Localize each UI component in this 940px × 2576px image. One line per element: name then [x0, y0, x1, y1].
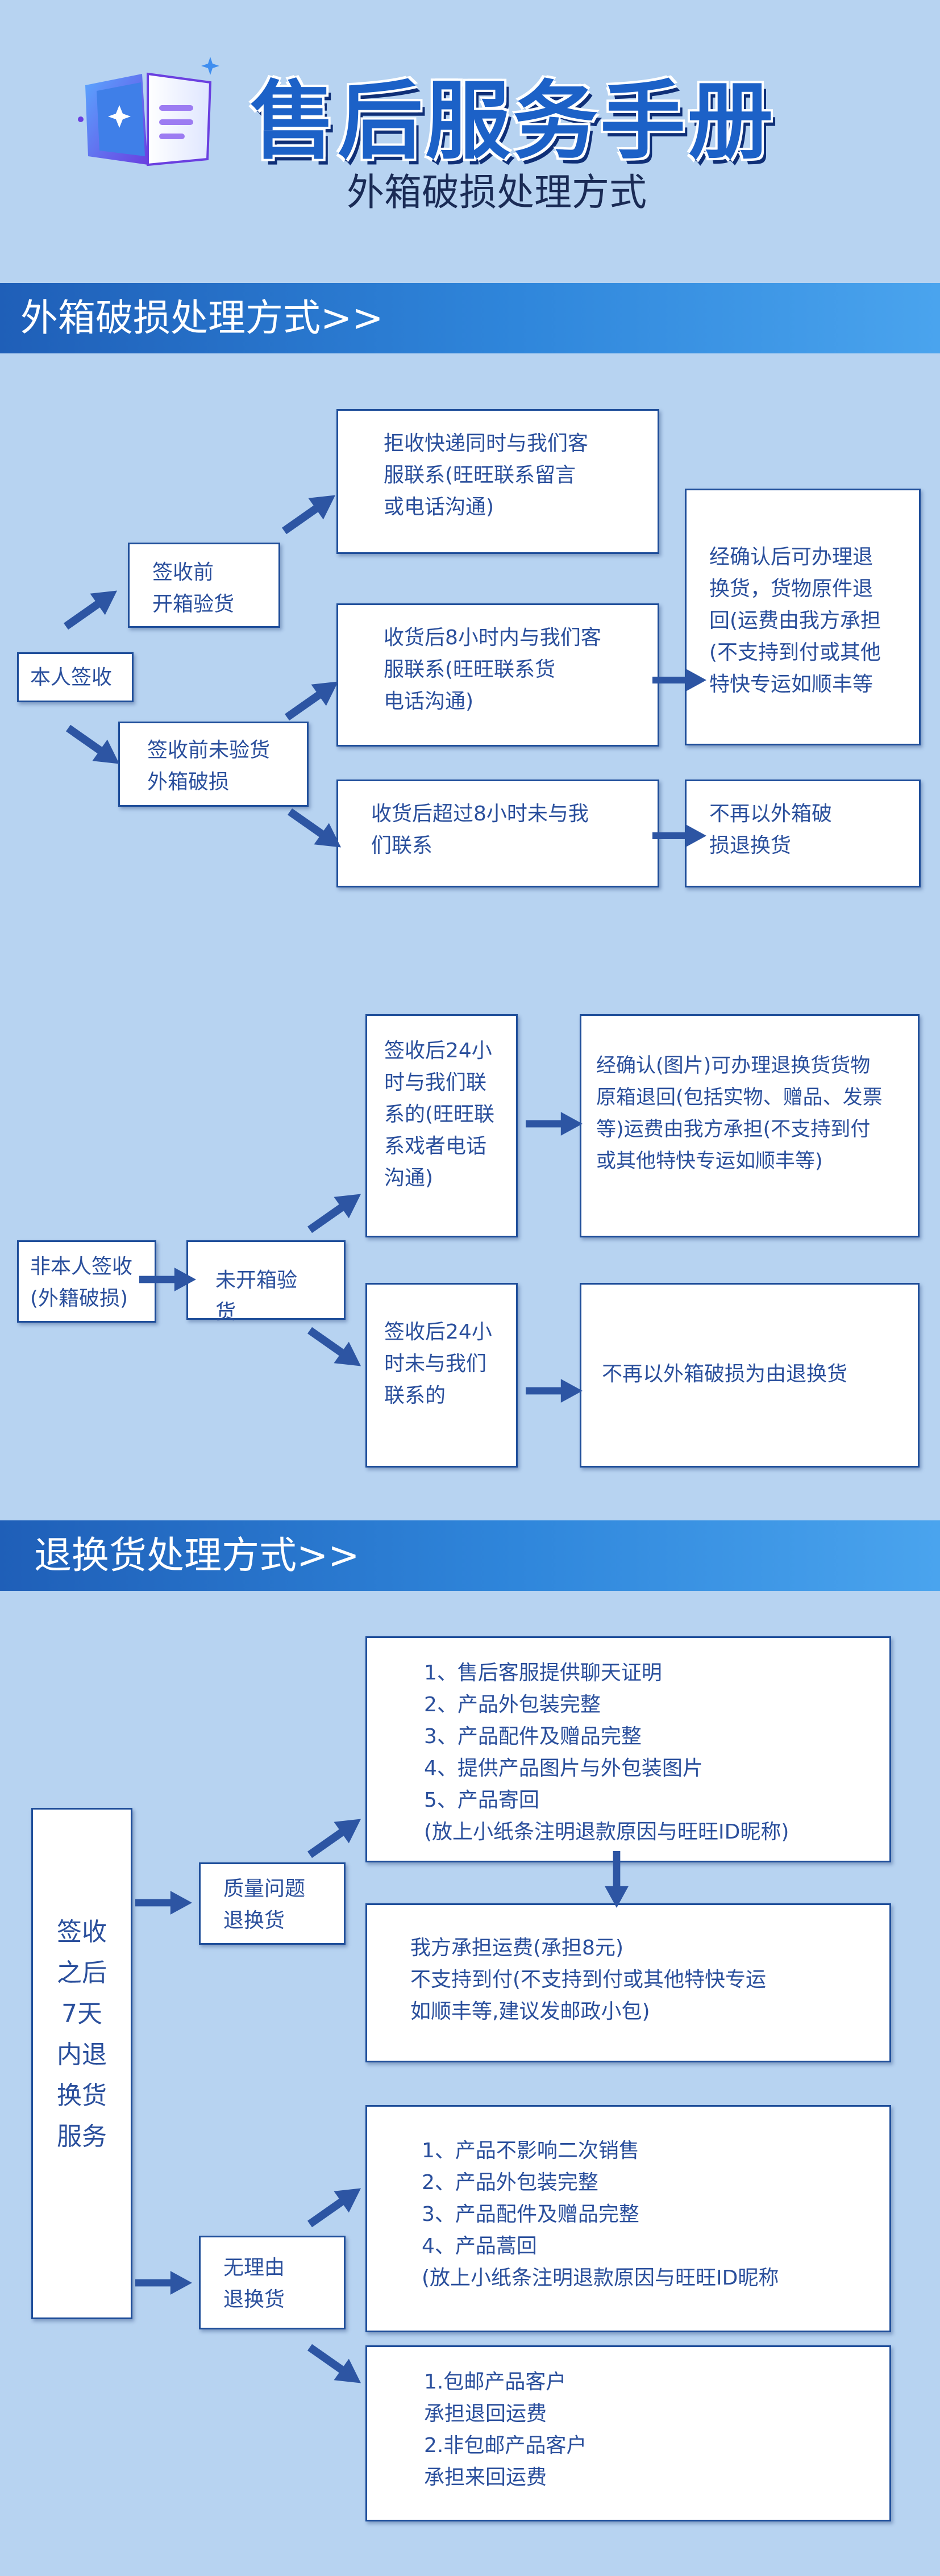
arrow-up-right-icon [59, 580, 124, 637]
no-contact-24h-box: 签收后24小 时未与我们 联系的 [365, 1283, 518, 1468]
over-8h-box: 收货后超过8小时未与我 们联系 [336, 780, 659, 887]
arrow-up-right-icon [277, 485, 343, 542]
confirm-return-box: 经确认后可办理退 换货，货物原件退 回(运费由我方承担 (不支持到付或其他 特快… [685, 489, 921, 745]
arrow-right-icon [652, 667, 706, 693]
arrow-up-right-icon [280, 671, 346, 728]
seven-day-box: 签收 之后 7天 内退 换货 服务 [31, 1808, 132, 2319]
arrow-down-icon [604, 1851, 630, 1908]
arrow-down-right-icon [302, 1320, 368, 1377]
within-8h-box: 收货后8小时内与我们客 服联系(旺旺联系货 电话沟通) [336, 603, 659, 747]
arrow-down-right-icon [282, 801, 348, 858]
arrow-right-icon [526, 1111, 583, 1137]
within-24h-box: 签收后24小 时与我们联 系的(旺旺联 系戏者电话 沟通) [365, 1014, 518, 1237]
not-self-sign-box: 非本人签收 (外籍破损) [17, 1240, 156, 1323]
confirm-24h-box: 经确认(图片)可办理退换货货物 原箱退回(包括实物、赠品、发票 等)运费由我方承… [580, 1014, 920, 1237]
quality-requirements-box: 1、售后客服提供聊天证明 2、产品外包装完整 3、产品配件及赠品完整 4、提供产… [365, 1636, 891, 1862]
before-sign-box: 签收前 开箱验货 [128, 543, 280, 628]
arrow-up-right-icon [302, 1808, 368, 1866]
arrow-right-icon [526, 1378, 583, 1404]
page-title: 售后服务手册 [250, 72, 776, 171]
arrow-down-right-icon [61, 718, 127, 775]
arrow-right-icon [135, 2270, 192, 2296]
not-opened-box: 未开箱验货 [186, 1240, 346, 1324]
self-sign-box: 本人签收 [17, 652, 134, 702]
arrow-right-icon [135, 1890, 192, 1916]
no-return-box: 不再以外箱破 损退换货 [685, 780, 921, 887]
no-reason-requirements-box: 1、产品不影响二次销售 2、产品外包装完整 3、产品配件及赠品完整 4、产品蒿回… [365, 2105, 891, 2332]
no-reason-fee-box: 1.包邮产品客户 承担退回运费 2.非包邮产品客户 承担来回运费 [365, 2345, 891, 2521]
arrow-down-right-icon [302, 2337, 368, 2394]
arrow-up-right-icon [302, 1183, 368, 1241]
quality-issue-box: 质量问题 退换货 [199, 1862, 346, 1945]
arrow-right-icon [652, 823, 706, 849]
arrow-right-icon [139, 1266, 196, 1293]
page-subtitle: 外箱破损处理方式 [347, 170, 647, 214]
no-return-24h-box: 不再以外箱破损为由退换货 [580, 1283, 920, 1468]
book-icon [74, 51, 222, 176]
arrow-up-right-icon [302, 2178, 368, 2235]
no-reason-box: 无理由 退换货 [199, 2236, 346, 2329]
section-banner-return-exchange: 退换货处理方式>> [0, 1520, 940, 1591]
quality-fee-box: 我方承担运费(承担8元) 不支持到付(不支持到付或其他特快专运 如顺丰等,建议发… [365, 1903, 891, 2062]
refuse-box: 拒收快递同时与我们客 服联系(旺旺联系留言 或电话沟通) [336, 409, 659, 554]
not-checked-box: 签收前未验货 外箱破损 [118, 722, 309, 807]
section-banner-box-damage: 外箱破损处理方式>> [0, 283, 940, 353]
